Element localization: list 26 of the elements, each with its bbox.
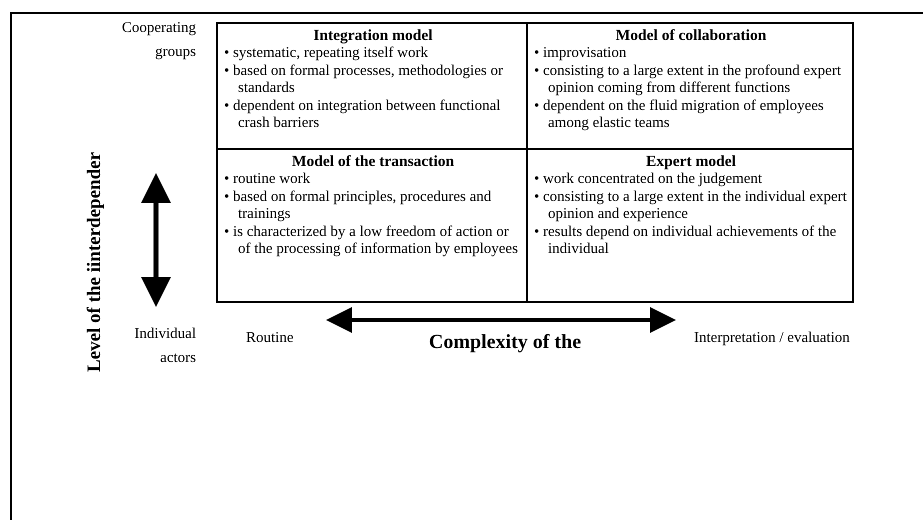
bullet-item: • systematic, repeating itself work	[224, 45, 429, 62]
bullet-item: • based on formal processes, methodologies or standards	[224, 63, 504, 97]
axis-title: Complexity of the	[428, 330, 582, 354]
bullet-item: • dependent on integration between functional crash barriers	[224, 98, 502, 132]
bullet-item: • consisting to a large extent in the profound expert opinion coming from different functions	[534, 63, 842, 97]
bullet-item: • results depend on individual achievements of the individual	[534, 224, 838, 258]
quadrant-heading: Model of collaboration	[614, 27, 768, 44]
quadrant-heading: Expert model	[645, 153, 737, 170]
quadrant-heading: Model of the transaction	[290, 153, 456, 170]
quadrant-heading: Integration model	[312, 27, 434, 44]
quadrant-box	[526, 22, 854, 150]
bullet-item: • is characterized by a low freedom of action or of the processing of information by employees	[224, 224, 519, 258]
axis-end-label: Individual actors	[133, 325, 196, 368]
quadrant-box	[216, 22, 528, 150]
bullet-item: • work concentrated on the judgement	[534, 171, 764, 188]
quadrant-box	[526, 148, 854, 303]
bullet-item: • improvisation	[534, 45, 628, 62]
axis-title: Level of the iinterdepender	[83, 150, 106, 374]
axis-end-label: Routine	[246, 329, 294, 348]
quadrant-box	[216, 148, 528, 303]
bullet-item: • routine work	[224, 171, 312, 188]
axis-end-label: Cooperating groups	[120, 19, 196, 62]
bullet-item: • dependent on the fluid migration of employees among elastic teams	[534, 98, 825, 132]
bullet-item: • based on formal principles, procedures and trainings	[224, 189, 492, 223]
bullet-item: • consisting to a large extent in the individual expert opinion and experience	[534, 189, 848, 223]
axis-end-label: Interpretation / evaluation	[694, 329, 851, 348]
